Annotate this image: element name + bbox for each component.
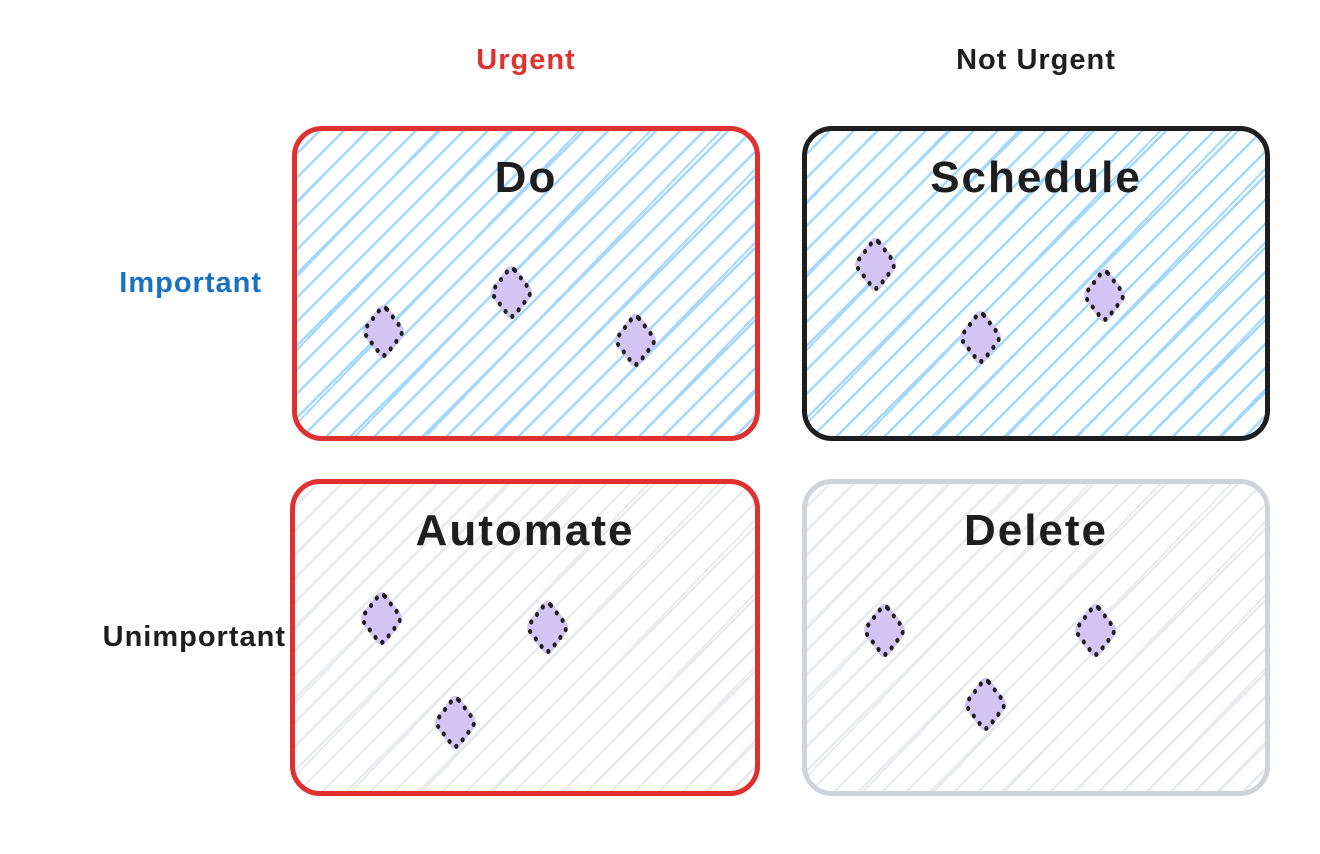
diamond-layer [297,131,755,436]
task-diamond[interactable] [861,600,908,662]
quadrant-delete[interactable]: Delete [802,479,1270,796]
diamond-layer [807,484,1265,791]
diamond-layer [295,484,755,791]
column-label-urgent: Urgent [476,44,576,76]
column-label-not-urgent: Not Urgent [956,44,1116,76]
row-label-unimportant: Unimportant [102,621,286,653]
task-diamond[interactable] [957,307,1004,369]
quadrant-do[interactable]: Do [292,126,760,441]
task-diamond[interactable] [360,301,407,363]
task-diamond[interactable] [1080,264,1128,326]
diamond-layer [807,131,1265,436]
quadrant-automate[interactable]: Automate [290,479,760,796]
task-diamond[interactable] [488,261,536,323]
task-diamond[interactable] [612,310,659,372]
task-diamond[interactable] [961,674,1009,735]
task-diamond[interactable] [524,597,571,659]
row-label-important: Important [119,267,262,299]
task-diamond[interactable] [851,234,899,296]
task-diamond[interactable] [358,588,406,649]
quadrant-schedule[interactable]: Schedule [802,126,1270,441]
task-diamond[interactable] [1071,600,1119,662]
task-diamond[interactable] [432,692,479,754]
